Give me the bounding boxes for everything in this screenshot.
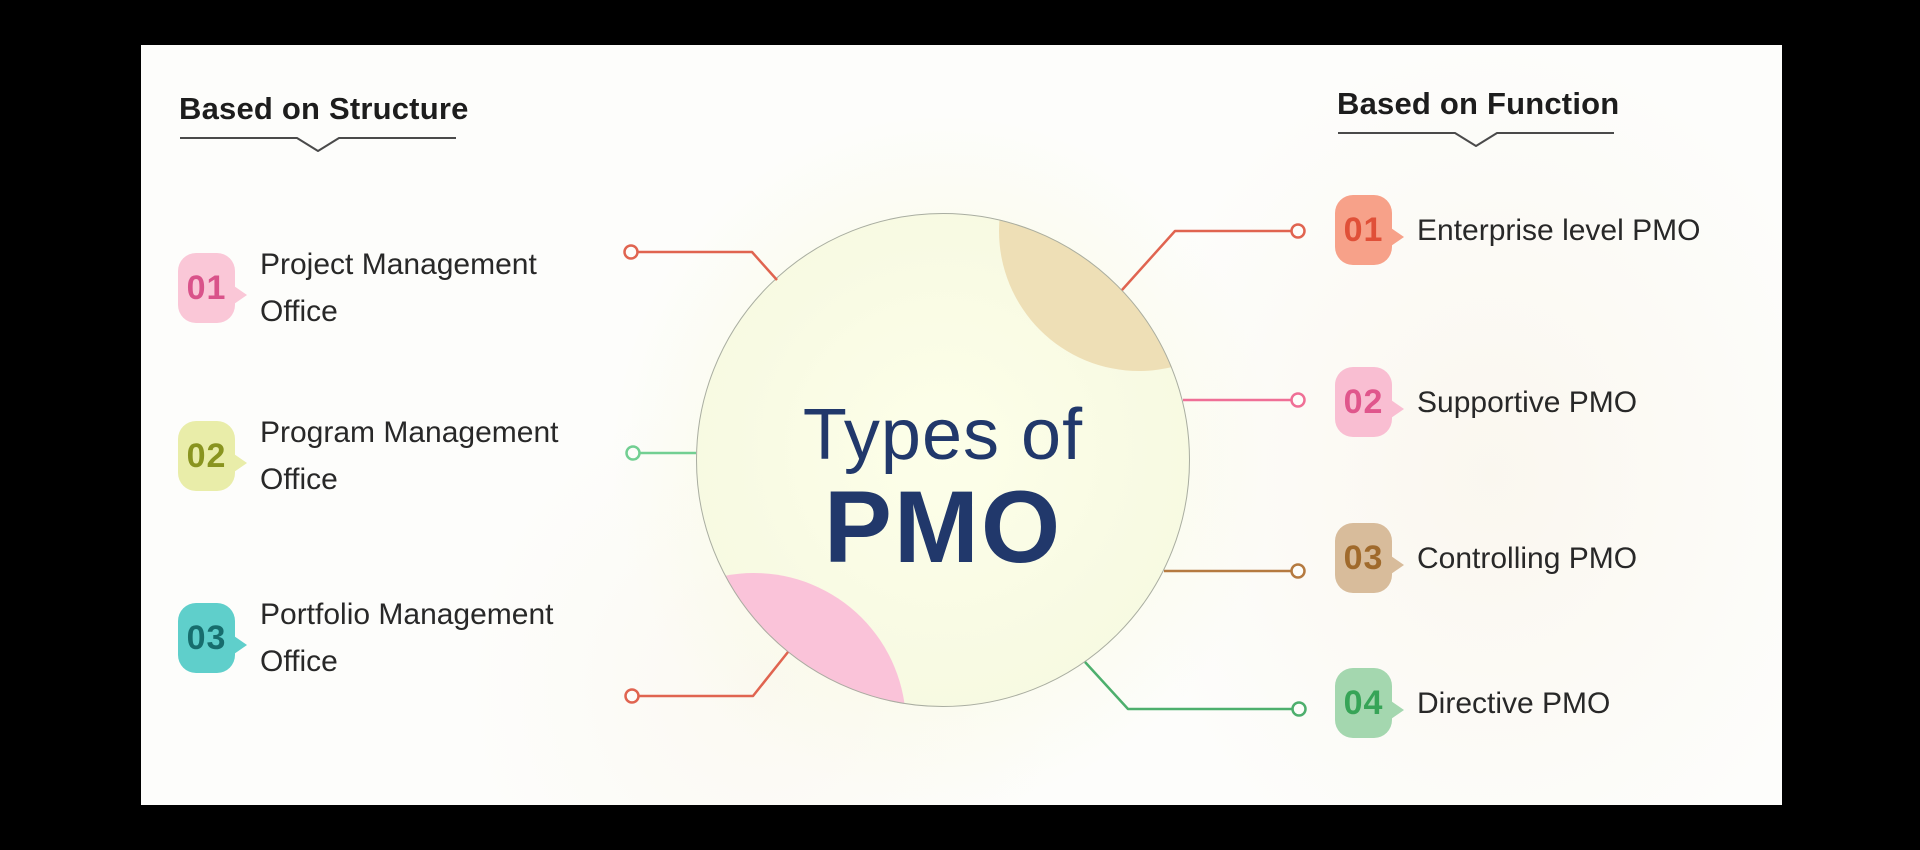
header-underline-chevron <box>1338 132 1614 147</box>
item-label: Directive PMO <box>1417 686 1611 720</box>
header-underline-chevron <box>180 137 456 152</box>
item-label: Portfolio Management Office <box>260 598 554 678</box>
list-item-enterprise-level-pmo: 01 Enterprise level PMO <box>1335 195 1700 265</box>
title-line-2: PMO <box>823 470 1063 585</box>
badge-tail <box>1391 400 1404 418</box>
connector-endpoint-ring-right-2 <box>1290 392 1306 408</box>
list-item-supportive-pmo: 02 Supportive PMO <box>1335 367 1637 437</box>
item-label: Project Management Office <box>260 248 537 328</box>
item-label: Enterprise level PMO <box>1417 213 1701 247</box>
badge-tail <box>1391 701 1404 719</box>
badge-number: 03 <box>1343 538 1384 577</box>
number-badge: 02 <box>1335 367 1404 437</box>
list-item-project-management-office: 01 Project Management Office <box>178 241 570 335</box>
connector-endpoint-ring-right-1 <box>1290 223 1306 239</box>
badge-number: 01 <box>186 268 227 307</box>
number-badge: 01 <box>178 253 247 323</box>
badge-number: 02 <box>186 436 227 475</box>
item-label: Controlling PMO <box>1417 541 1638 575</box>
section-header-structure: Based on Structure <box>179 91 469 154</box>
title-line-1: Types of <box>802 394 1084 475</box>
connector-endpoint-ring-right-3 <box>1290 563 1306 579</box>
list-item-directive-pmo: 04 Directive PMO <box>1335 668 1610 738</box>
number-badge: 03 <box>178 603 247 673</box>
number-badge: 04 <box>1335 668 1404 738</box>
badge-number: 01 <box>1343 210 1384 249</box>
badge-tail <box>1391 228 1404 246</box>
central-title: Types of PMO <box>696 213 1190 707</box>
badge-number: 02 <box>1343 382 1384 421</box>
badge-tail <box>234 286 247 304</box>
infographic-card: Based on Structure Based on Function Typ… <box>141 45 1782 805</box>
badge-tail <box>234 636 247 654</box>
connector-endpoint-ring-left-3 <box>624 688 640 704</box>
badge-number: 03 <box>186 618 227 657</box>
list-item-portfolio-management-office: 03 Portfolio Management Office <box>178 591 570 685</box>
section-header-structure-title: Based on Structure <box>179 91 469 126</box>
item-label: Supportive PMO <box>1417 385 1638 419</box>
section-header-function-title: Based on Function <box>1337 86 1620 121</box>
badge-tail <box>234 454 247 472</box>
badge-number: 04 <box>1343 683 1384 722</box>
section-header-function: Based on Function <box>1337 86 1619 149</box>
connector-endpoint-ring-left-2 <box>625 445 641 461</box>
number-badge: 03 <box>1335 523 1404 593</box>
item-label: Program Management Office <box>260 416 559 496</box>
list-item-controlling-pmo: 03 Controlling PMO <box>1335 523 1637 593</box>
badge-tail <box>1391 556 1404 574</box>
number-badge: 01 <box>1335 195 1404 265</box>
connector-endpoint-ring-right-4 <box>1291 701 1307 717</box>
number-badge: 02 <box>178 421 247 491</box>
list-item-program-management-office: 02 Program Management Office <box>178 409 570 503</box>
connector-endpoint-ring-left-1 <box>623 244 639 260</box>
